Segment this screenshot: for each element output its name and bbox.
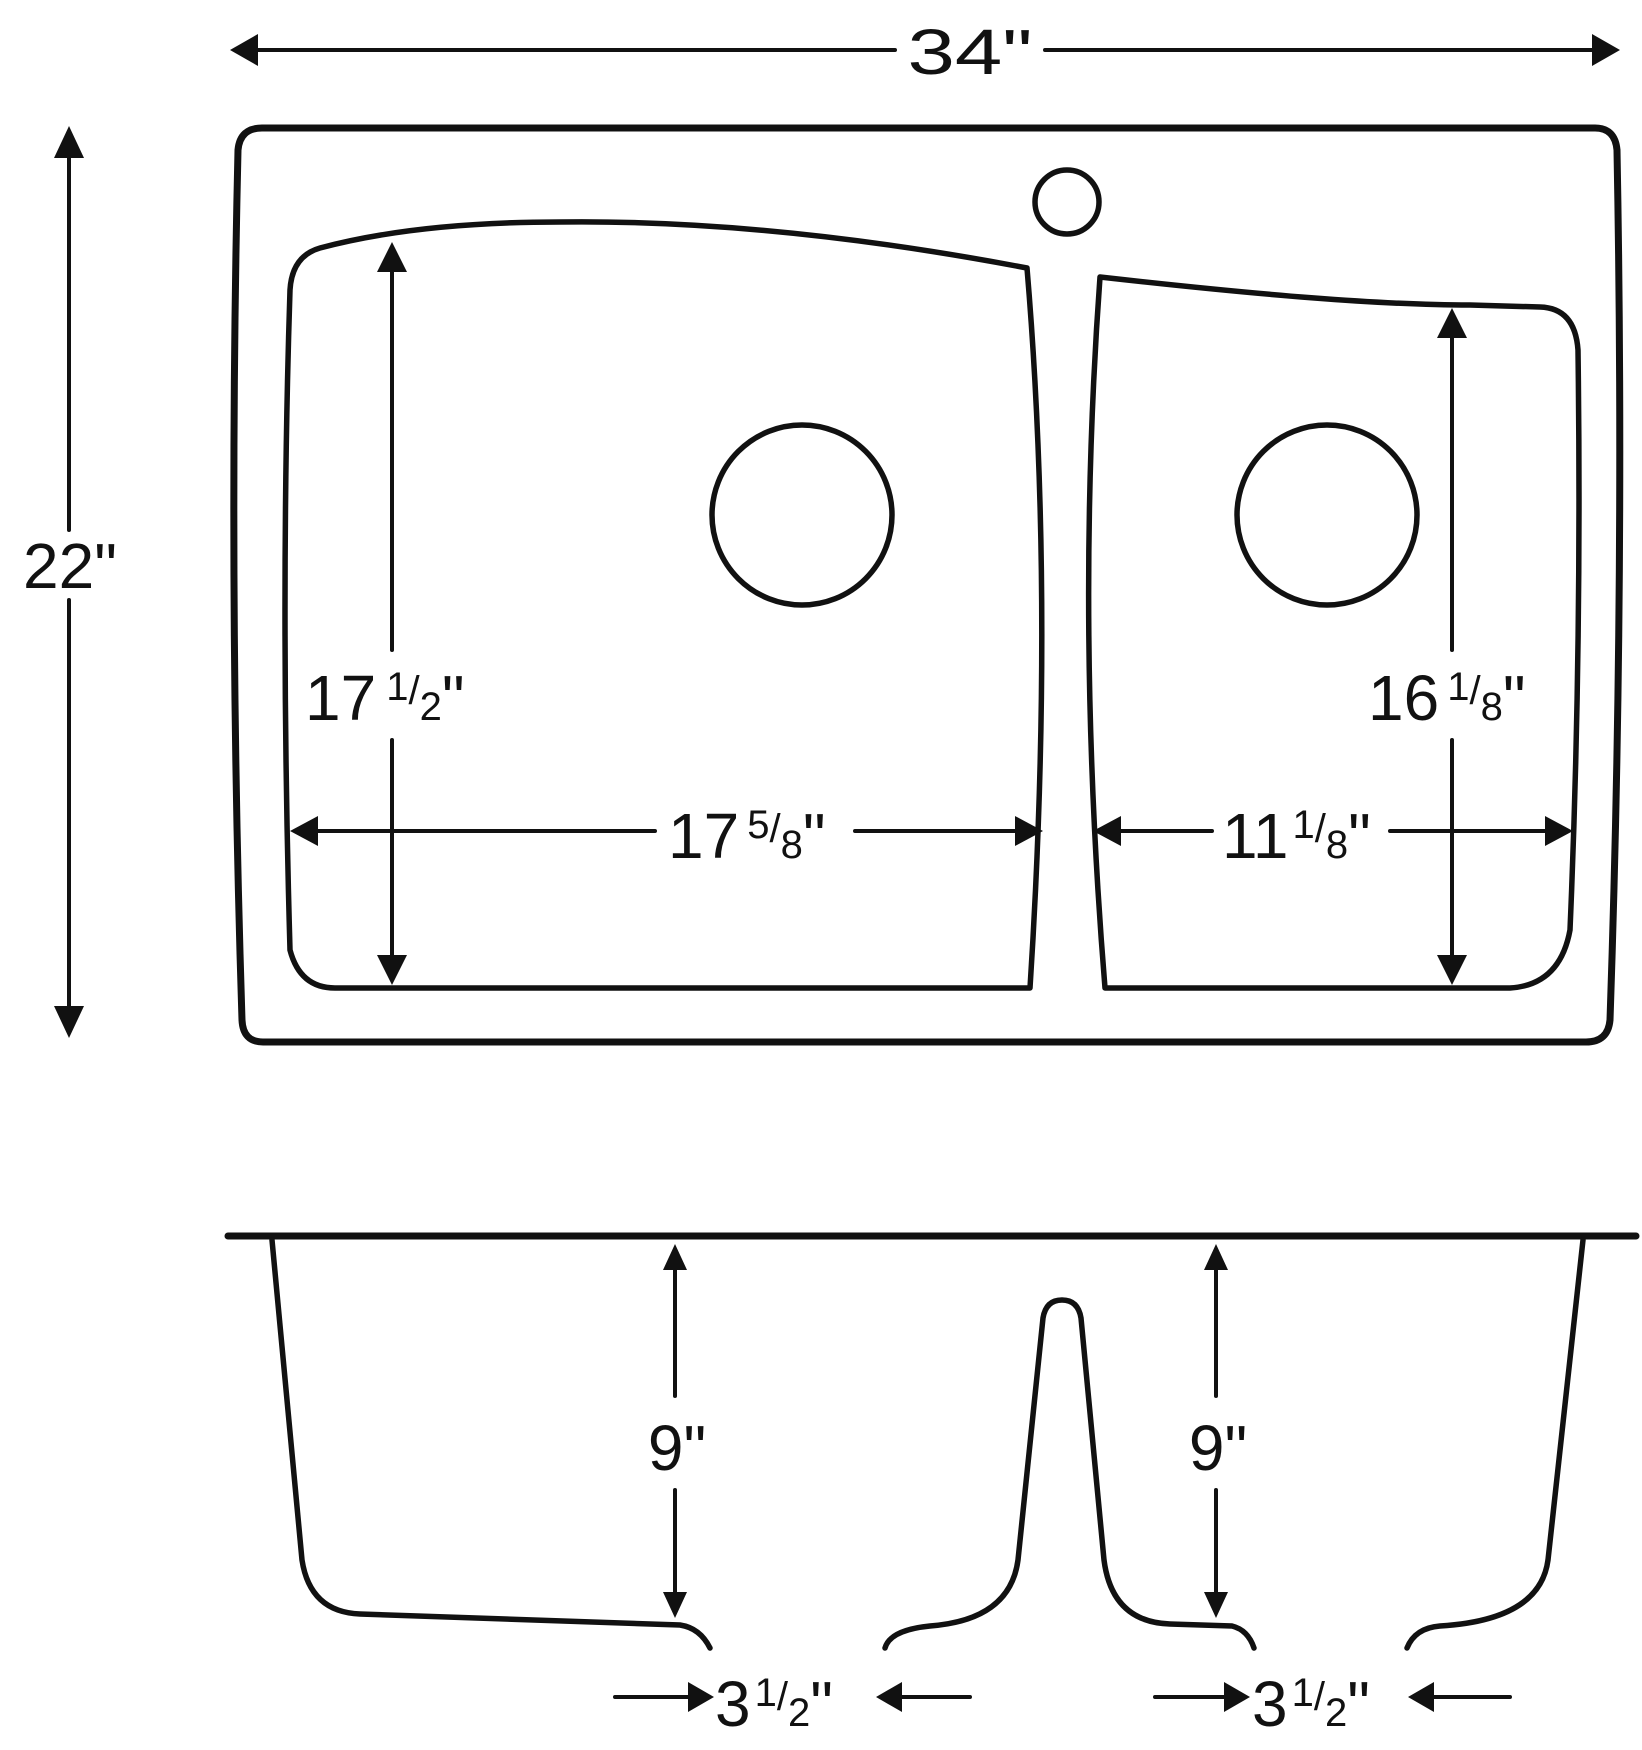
- left-bowl-side-profile: [269, 1237, 713, 1651]
- arrow-right-icon: [1545, 816, 1573, 846]
- overall-depth-dimension: 22": [23, 126, 117, 1038]
- arrow-down-icon: [54, 1006, 84, 1038]
- arrow-right-icon: [688, 1682, 714, 1712]
- arrow-up-icon: [1204, 1244, 1228, 1270]
- left-side-depth-label: 9": [648, 1412, 706, 1484]
- left-bowl-outline: [282, 219, 1045, 991]
- arrow-down-icon: [377, 955, 407, 985]
- arrow-down-icon: [663, 1592, 687, 1618]
- right-bowl-outline: [1085, 274, 1582, 991]
- right-side-depth-label: 9": [1189, 1412, 1247, 1484]
- center-divider-side-profile: [882, 1297, 1257, 1651]
- arrow-up-icon: [377, 242, 407, 272]
- arrow-left-icon: [230, 34, 258, 66]
- overall-width-dimension: 34": [230, 16, 1620, 88]
- left-drain-circle: [709, 422, 895, 608]
- arrow-up-icon: [663, 1244, 687, 1270]
- overall-width-label: 34": [908, 16, 1033, 88]
- right-bowl-side-profile: [1404, 1237, 1586, 1651]
- arrow-left-icon: [1093, 816, 1121, 846]
- arrow-left-icon: [876, 1682, 902, 1712]
- arrow-right-icon: [1015, 816, 1043, 846]
- sink-outer-rim: [230, 124, 1624, 1046]
- arrow-down-icon: [1204, 1592, 1228, 1618]
- right-drain-circle: [1234, 422, 1420, 608]
- arrow-up-icon: [54, 126, 84, 158]
- right-side-depth-dimension: 9": [1189, 1244, 1247, 1618]
- left-side-depth-dimension: 9": [648, 1244, 706, 1618]
- arrow-left-icon: [1408, 1682, 1434, 1712]
- arrow-right-icon: [1224, 1682, 1250, 1712]
- arrow-left-icon: [290, 816, 318, 846]
- arrow-up-icon: [1437, 308, 1467, 338]
- arrow-down-icon: [1437, 955, 1467, 985]
- faucet-hole-circle: [1032, 167, 1102, 237]
- overall-depth-label: 22": [23, 530, 117, 602]
- arrow-right-icon: [1592, 34, 1620, 66]
